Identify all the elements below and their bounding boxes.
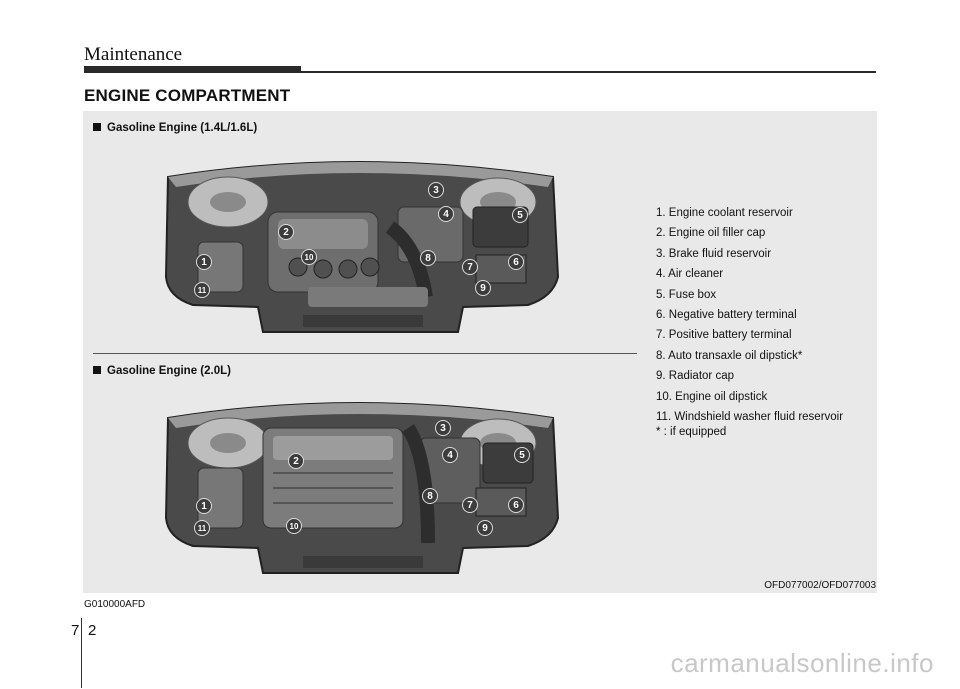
square-bullet-icon [93,123,101,131]
header-bar [84,66,301,73]
callout-badge-10: 10 [286,518,302,534]
legend-item: 8. Auto transaxle oil dipstick* [656,349,803,362]
callout-badge-3: 3 [435,420,451,436]
figure-label-2: Gasoline Engine (2.0L) [93,365,231,377]
callout-badge-11: 11 [194,520,210,536]
figure-label-text: Gasoline Engine (1.4L/1.6L) [107,122,258,134]
watermark: carmanualsonline.info [670,648,934,678]
legend-list: 1. Engine coolant reservoir 2. Engine oi… [656,203,843,427]
legend-footnote: * : if equipped [656,426,727,438]
header-rule [301,71,876,73]
callout-badge-1: 1 [196,498,212,514]
callout-badge-4: 4 [438,206,454,222]
callout-badge-9: 9 [477,520,493,536]
engine-illustration-2 [164,402,560,574]
callout-badge-6: 6 [508,254,524,270]
callout-badge-7: 7 [462,259,478,275]
legend-item: 6. Negative battery terminal [656,309,797,322]
callout-badge-5: 5 [512,207,528,223]
callout-badge-5: 5 [514,447,530,463]
figure-divider [93,353,637,354]
callout-badge-2: 2 [278,224,294,240]
legend-item: 2. Engine oil filler cap [656,227,766,240]
legend-item: 9. Radiator cap [656,370,734,383]
figure-code: OFD077002/OFD077003 [764,580,876,591]
callout-badge-1: 1 [196,254,212,270]
page-number-divider [81,618,82,688]
callout-badge-4: 4 [442,447,458,463]
page-header-title: Maintenance [84,44,183,65]
callout-badge-2: 2 [288,453,304,469]
legend-item: 1. Engine coolant reservoir [656,207,793,219]
legend-item: 11. Windshield washer fluid reservoir [656,411,844,424]
legend-item: 7. Positive battery terminal [656,329,792,342]
callout-badge-3: 3 [428,182,444,198]
legend-item: 10. Engine oil dipstick [656,390,768,403]
square-bullet-icon [93,366,101,374]
legend-item: 4. Air cleaner [656,268,724,281]
reference-code: G010000AFD [84,599,146,610]
callout-badge-11: 11 [194,282,210,298]
callout-badge-9: 9 [475,280,491,296]
figure-label-1: Gasoline Engine (1.4L/1.6L) [93,122,257,134]
page-number: 2 [88,622,97,639]
callout-badge-8: 8 [422,488,438,504]
callout-badge-7: 7 [462,497,478,513]
section-title: ENGINE COMPARTMENT [84,86,291,105]
legend-item: 3. Brake fluid reservoir [656,247,772,260]
callout-badge-6: 6 [508,497,524,513]
engine-illustration-1 [164,161,560,333]
callout-badge-10: 10 [301,249,317,265]
legend-item: 5. Fuse box [656,288,717,301]
chapter-number: 7 [71,622,80,639]
callout-badge-8: 8 [420,250,436,266]
figure-label-text: Gasoline Engine (2.0L) [107,365,231,377]
